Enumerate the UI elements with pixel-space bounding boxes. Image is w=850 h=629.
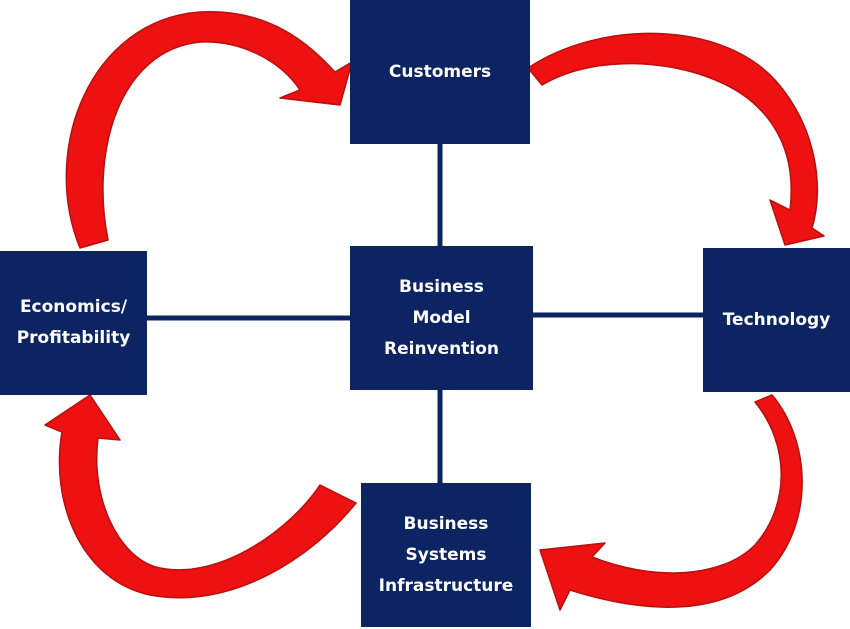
node-technology-label: Technology <box>722 309 831 330</box>
node-economics-profitability: Economics/ Profitability <box>0 251 147 395</box>
node-business-systems-infrastructure: Business Systems Infrastructure <box>361 483 531 627</box>
node-systems-label: Business Systems Infrastructure <box>378 513 514 596</box>
arrow-technology-to-systems <box>539 394 803 611</box>
arrow-economics-to-customers <box>65 11 353 249</box>
node-economics-label: Economics/ Profitability <box>16 297 131 348</box>
node-customers: Customers <box>350 0 530 144</box>
node-technology: Technology <box>703 248 850 392</box>
node-center-label: Business Model Reinvention <box>384 276 499 359</box>
node-customers-label: Customers <box>388 61 492 82</box>
node-business-model-reinvention: Business Model Reinvention <box>350 246 533 390</box>
arrow-customers-to-technology <box>527 32 825 246</box>
arrow-systems-to-economics <box>44 394 357 599</box>
